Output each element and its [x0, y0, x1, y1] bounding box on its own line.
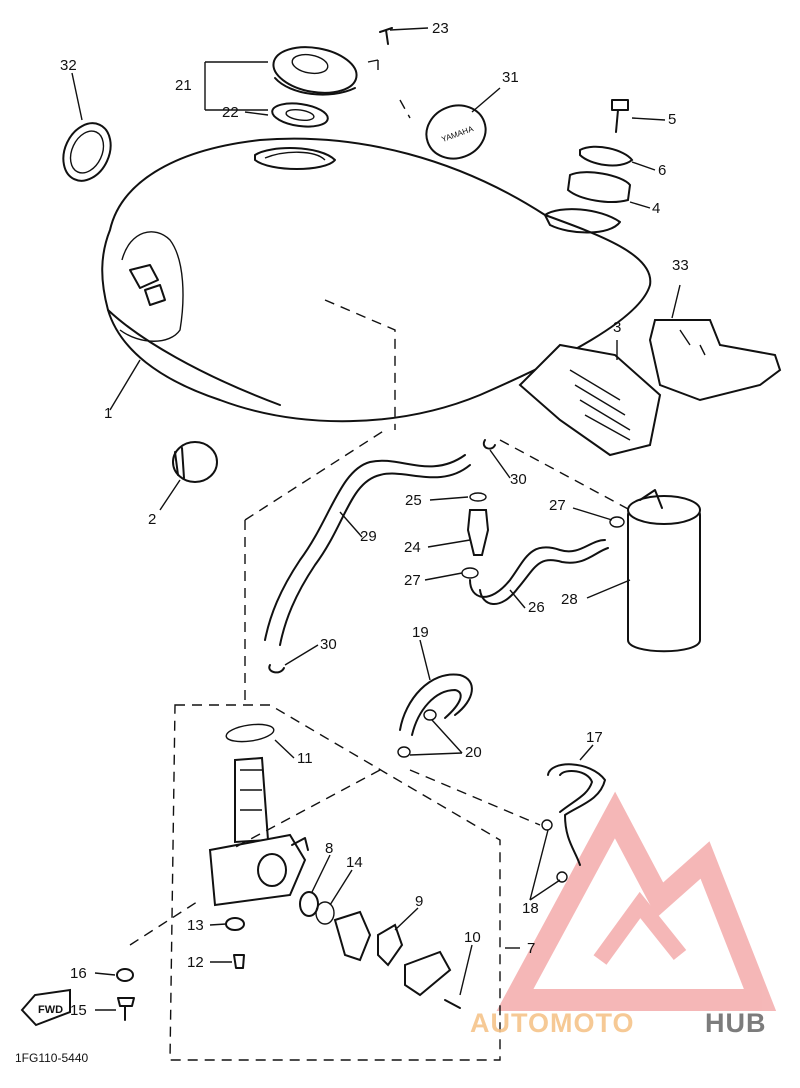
part-32-ring — [62, 122, 112, 182]
label-22: 22 — [222, 104, 239, 121]
label-6: 6 — [658, 162, 666, 179]
part-25-oring — [469, 492, 487, 502]
part-20-clips — [397, 709, 437, 758]
label-29: 29 — [360, 528, 377, 545]
part-9-spring — [377, 923, 404, 967]
label-9: 9 — [415, 893, 423, 910]
label-27-a: 27 — [404, 572, 421, 589]
label-27-b: 27 — [549, 497, 566, 514]
label-8: 8 — [325, 840, 333, 857]
label-13: 13 — [187, 917, 204, 934]
part-21-fuel-cap — [272, 46, 358, 96]
label-33: 33 — [672, 257, 689, 274]
part-4-damper — [566, 171, 632, 203]
part-16-washer — [116, 968, 134, 982]
label-25: 25 — [405, 492, 422, 509]
part-27-clip-b — [609, 516, 625, 528]
automotohub-logo — [496, 791, 777, 1011]
part-24-valve — [466, 509, 490, 556]
part-2-cap-knob — [172, 441, 218, 483]
diagram-code: 1FG110-5440 — [15, 1051, 88, 1065]
fuel-cock-body — [208, 756, 309, 907]
label-10: 10 — [464, 929, 481, 946]
part-13-washer — [225, 917, 245, 931]
part-28-canister — [627, 489, 701, 653]
label-20: 20 — [465, 744, 482, 761]
label-23: 23 — [432, 20, 449, 37]
watermark-text: AUTOMOTO HUB — [470, 1008, 767, 1038]
part-10-screw — [444, 999, 461, 1009]
label-11: 11 — [297, 750, 313, 767]
part-3-heat-shield — [518, 343, 662, 457]
part-plate — [404, 950, 452, 997]
part-31-emblem: YAMAHA — [425, 104, 487, 160]
label-14: 14 — [346, 854, 363, 871]
part-29-hose — [264, 454, 471, 646]
part-labels: 2 3 4 5 6 7 8 9 10 11 12 13 14 15 16 17 … — [60, 20, 689, 1019]
label-18: 18 — [522, 900, 539, 917]
part-27-clip-a — [461, 567, 479, 579]
part-5-bolt — [611, 99, 629, 133]
part-8-oring — [299, 891, 319, 917]
label-7: 7 — [527, 940, 535, 957]
label-19: 19 — [412, 624, 429, 641]
part-26-hose — [469, 539, 609, 605]
label-3: 3 — [613, 319, 621, 336]
part-19-hose — [399, 673, 473, 736]
watermark-word2: HUB — [705, 1008, 767, 1038]
leader-lines — [71, 27, 681, 1011]
fuel-tank — [101, 137, 652, 430]
part-12-screw — [233, 954, 245, 969]
label-2: 2 — [148, 511, 156, 528]
label-31: 31 — [502, 69, 519, 86]
part-23-screw — [379, 27, 393, 45]
label-32: 32 — [60, 57, 77, 74]
part-7-fuel-cock-box — [169, 704, 501, 1061]
part-30-clip-lower — [268, 664, 285, 674]
part-33-cover — [648, 319, 782, 402]
label-17: 17 — [586, 729, 603, 746]
part-30-clip-upper — [482, 439, 496, 450]
part-15-bolt — [117, 997, 135, 1021]
label-21: 21 — [175, 77, 192, 94]
label-15: 15 — [70, 1002, 87, 1019]
label-4: 4 — [652, 200, 660, 217]
part-11-gasket — [225, 723, 275, 743]
label-16: 16 — [70, 965, 87, 982]
part-18-clips — [541, 819, 568, 883]
lever-part — [333, 910, 372, 962]
fwd-label: FWD — [38, 1004, 63, 1016]
label-5: 5 — [668, 111, 676, 128]
part-14-oring — [315, 901, 335, 925]
part-22-gasket — [271, 102, 329, 128]
label-26: 26 — [528, 599, 545, 616]
label-12: 12 — [187, 954, 204, 971]
watermark-word1: AUTOMOTO — [470, 1008, 635, 1038]
part-17-hose — [547, 763, 606, 866]
label-30-b: 30 — [320, 636, 337, 653]
part-6-washer — [579, 145, 634, 167]
label-24: 24 — [404, 539, 421, 556]
fwd-arrow-icon: FWD — [20, 988, 71, 1027]
label-28: 28 — [561, 591, 578, 608]
label-1: 1 — [104, 405, 112, 422]
label-30-a: 30 — [510, 471, 527, 488]
